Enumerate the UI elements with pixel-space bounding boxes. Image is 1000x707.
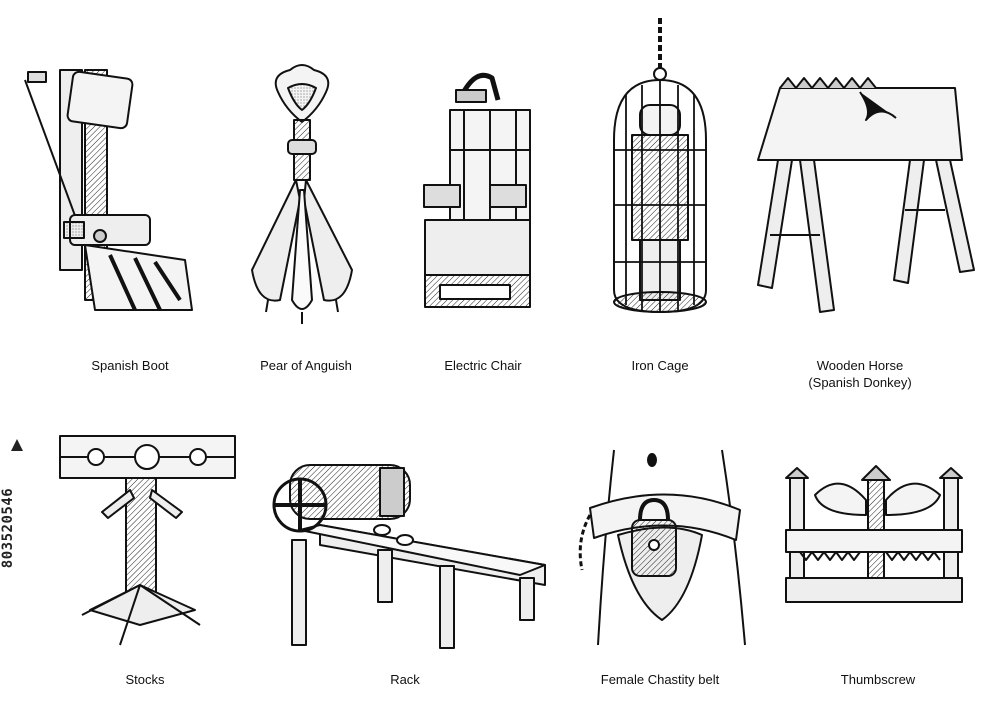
label-text: Rack <box>390 672 420 687</box>
spanish-boot-illustration <box>24 69 193 311</box>
stocks-illustration <box>59 435 236 646</box>
pear-of-anguish-illustration <box>251 64 353 324</box>
wooden-horse-illustration <box>757 77 975 313</box>
stock-logo-icon <box>11 439 23 451</box>
label-text: Female Chastity belt <box>600 672 720 687</box>
label-chastity-belt: Female Chastity belt <box>575 671 745 688</box>
label-text: Pear of Anguish <box>260 358 352 373</box>
chastity-belt-illustration <box>578 449 746 646</box>
label-text: Stocks <box>125 672 165 687</box>
label-iron-cage: Iron Cage <box>590 357 730 374</box>
label-text-line1: Wooden Horse <box>816 358 904 373</box>
label-text-line2: (Spanish Donkey) <box>808 375 912 390</box>
label-rack: Rack <box>335 671 475 688</box>
label-electric-chair: Electric Chair <box>413 357 553 374</box>
label-text: Thumbscrew <box>840 672 916 687</box>
label-text: Electric Chair <box>444 358 522 373</box>
rack-illustration <box>272 464 546 649</box>
electric-chair-illustration <box>423 72 531 308</box>
label-pear-of-anguish: Pear of Anguish <box>236 357 376 374</box>
label-stocks: Stocks <box>75 671 215 688</box>
stock-id-watermark: 803520546 <box>0 487 16 569</box>
label-thumbscrew: Thumbscrew <box>808 671 948 688</box>
label-text: Iron Cage <box>631 358 689 373</box>
thumbscrew-illustration <box>785 465 963 603</box>
iron-cage-illustration <box>613 18 707 313</box>
label-text: Spanish Boot <box>91 358 169 373</box>
label-spanish-boot: Spanish Boot <box>60 357 200 374</box>
label-wooden-horse: Wooden Horse (Spanish Donkey) <box>790 357 930 391</box>
